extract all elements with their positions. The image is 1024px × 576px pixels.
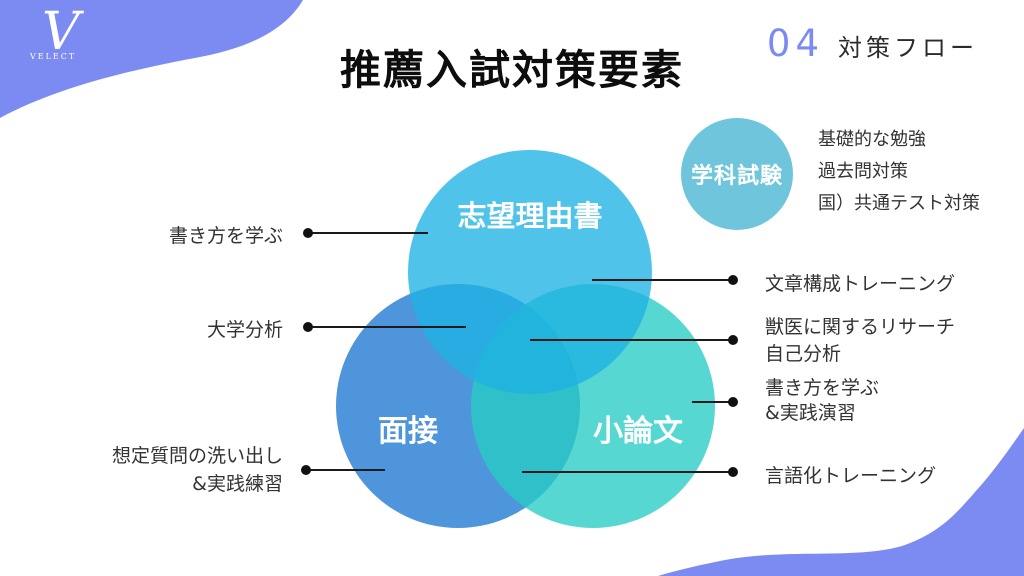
connector-line [530, 335, 738, 345]
connector-line [301, 465, 385, 475]
connector-line [303, 322, 466, 332]
logo-wordmark: VELECT [30, 52, 77, 61]
annotation-structure-training: 文章構成トレーニング [765, 269, 955, 296]
annotation-line: 大学分析 [206, 319, 283, 341]
logo-v-icon: V [42, 2, 80, 62]
venn-label-essay: 小論文 [593, 414, 683, 449]
section-number: 04 [766, 22, 824, 65]
section-label: 対策フロー [838, 34, 978, 62]
annotation-university-analysis: 大学分析 [207, 315, 283, 342]
annotation-line: 文章構成トレーニング [765, 273, 956, 295]
annotation-writing-practice: 書き方を学ぶ &実践演習 [765, 376, 879, 426]
annotation-line: &実践練習 [192, 473, 283, 495]
top-left-blob [0, 0, 303, 118]
connector-dot-icon [728, 335, 738, 345]
connector-dot-icon [728, 397, 738, 407]
annotation-verbalization-training: 言語化トレーニング [765, 461, 936, 488]
venn-label-statement: 志望理由書 [457, 199, 603, 233]
annotation-vet-research: 獣医に関するリサーチ 自己分析 [765, 314, 955, 368]
subject-exam-item: 過去問対策 [818, 161, 908, 182]
annotation-expected-questions: 想定質問の洗い出し &実践練習 [112, 442, 283, 498]
connector-line [522, 467, 738, 477]
annotation-line: 書き方を学ぶ [168, 225, 283, 247]
annotation-line: 書き方を学ぶ [765, 377, 880, 399]
subject-exam-items: 基礎的な勉強 過去問対策 国）共通テスト対策 [818, 124, 980, 220]
venn-circle-statement [408, 150, 652, 394]
annotation-line: 想定質問の洗い出し [111, 445, 283, 467]
annotation-line: 自己分析 [765, 343, 842, 365]
connector-dot-icon [303, 322, 313, 332]
section-header: 04 対策フロー [767, 22, 978, 65]
connector-dot-icon [728, 275, 738, 285]
page-title: 推薦入試対策要素 [340, 46, 684, 94]
connector-dot-icon [303, 228, 313, 238]
annotation-line: 獣医に関するリサーチ [765, 316, 956, 338]
brand-logo: V VELECT [30, 6, 110, 76]
subject-exam-label: 学科試験 [690, 164, 783, 189]
connector-line [692, 397, 738, 407]
venn-label-interview: 面接 [378, 414, 438, 449]
annotation-learn-writing: 書き方を学ぶ [169, 221, 283, 248]
subject-exam-item: 国）共通テスト対策 [818, 193, 980, 214]
connector-line [592, 275, 738, 285]
connector-dot-icon [728, 467, 738, 477]
bottom-right-blob [658, 428, 1024, 576]
subject-exam-item: 基礎的な勉強 [818, 129, 926, 150]
subject-exam-circle: 学科試験 [681, 118, 793, 230]
connector-line [303, 228, 428, 238]
connector-dot-icon [301, 465, 311, 475]
annotation-line: 言語化トレーニング [765, 465, 937, 487]
annotation-line: &実践演習 [765, 402, 856, 424]
